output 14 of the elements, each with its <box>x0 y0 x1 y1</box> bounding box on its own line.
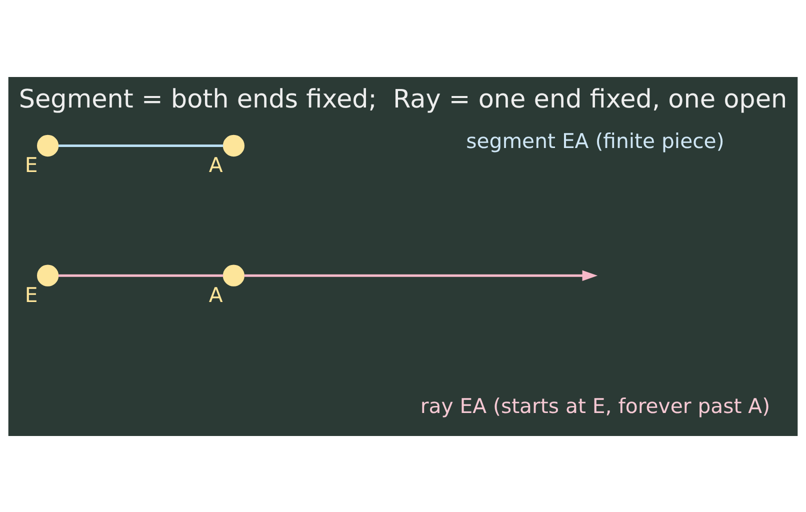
label: ray EA (starts at E, forever past A) <box>420 393 770 418</box>
diagram-title: Segment = both ends fixed; Ray = one end fixed, one open <box>18 84 788 114</box>
node-circle <box>222 264 244 286</box>
node-label: A <box>208 282 223 307</box>
node-label: E <box>24 282 38 307</box>
node-circle <box>37 264 59 286</box>
arrow <box>244 270 598 280</box>
connector <box>58 274 224 276</box>
node-circle <box>37 134 59 156</box>
node-label: E <box>24 152 38 177</box>
node-label: A <box>208 152 223 177</box>
connector <box>58 144 224 147</box>
label: segment EA (finite piece) <box>466 128 724 153</box>
node-circle <box>222 134 244 156</box>
